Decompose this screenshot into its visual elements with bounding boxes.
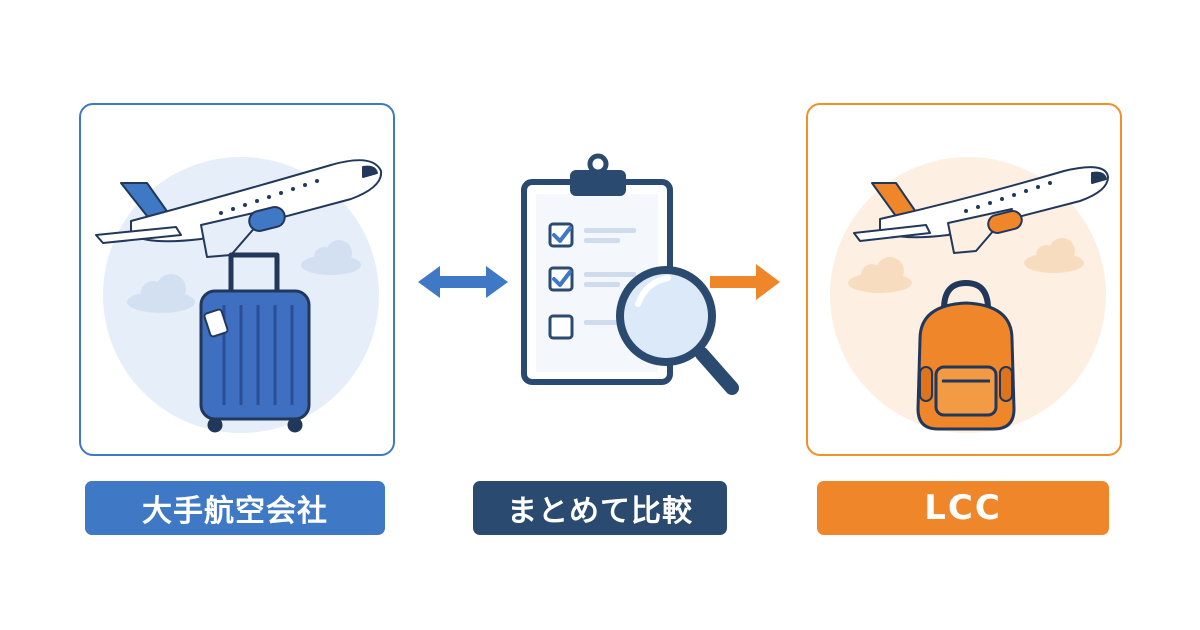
suitcase-icon [199,252,311,433]
major-airline-label: 大手航空会社 [85,481,385,535]
checkbox-checked-icon [548,222,574,248]
airplane-icon [95,159,383,258]
backpack-icon [916,280,1016,431]
checkbox-empty-icon [548,314,574,340]
lcc-label: LCC [817,481,1109,535]
major-airline-panel [79,103,395,456]
lcc-illustration [830,157,1109,433]
lcc-panel [806,103,1122,456]
cloud-icon [127,274,195,313]
compare-label: まとめて比較 [473,481,727,535]
magnifier-icon [616,266,739,395]
cloud-icon [1024,238,1084,273]
checkbox-checked-icon [548,266,574,292]
cloud-icon [301,240,361,275]
arrow-right-icon [710,264,780,300]
major-airline-illustration [95,157,383,433]
double-arrow-icon [418,266,508,298]
cloud-icon [848,257,912,293]
comparison-illustration [410,150,800,430]
airplane-icon [853,166,1109,254]
